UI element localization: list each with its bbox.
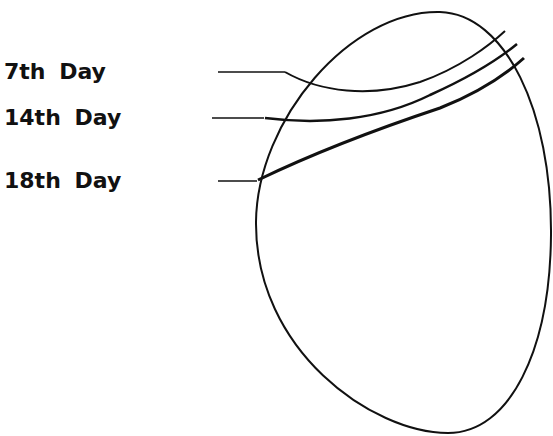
day-label: 7th Day: [4, 61, 106, 83]
air-cell-line: [285, 31, 505, 91]
leader-line: [212, 117, 264, 119]
egg-outline: [256, 12, 551, 433]
leader-line: [218, 180, 257, 182]
air-cell-line: [258, 58, 524, 180]
day-label: 14th Day: [4, 107, 121, 129]
air-cell-line: [265, 44, 517, 121]
leader-line: [218, 71, 285, 73]
day-label: 18th Day: [4, 170, 121, 192]
